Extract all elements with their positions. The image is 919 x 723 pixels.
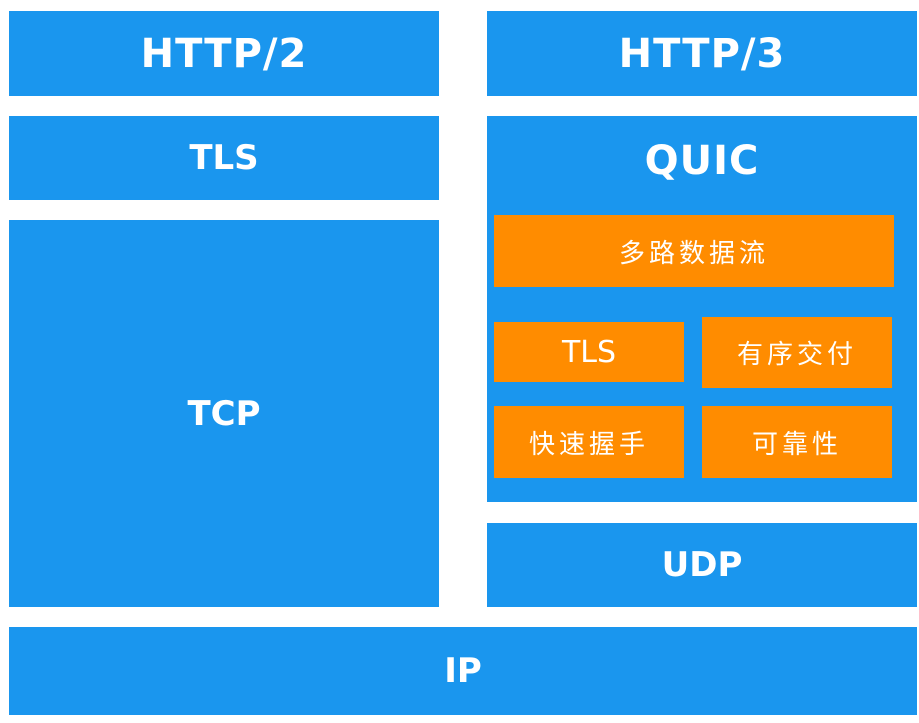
quic-ordered-delivery-label: 有序交付 <box>736 340 857 370</box>
udp-layer: UDP <box>487 523 917 607</box>
tcp-label: TCP <box>187 393 261 434</box>
quic-tls-box: TLS <box>494 322 684 382</box>
quic-layer: QUIC 多路数据流 TLS 有序交付 快速握手 可靠性 <box>487 116 917 502</box>
quic-tls-label: TLS <box>561 334 617 370</box>
quic-title: QUIC <box>644 138 760 184</box>
quic-ordered-delivery-box: 有序交付 <box>702 317 892 388</box>
quic-fast-handshake-label: 快速握手 <box>528 429 649 460</box>
http2-label: HTTP/2 <box>140 30 308 77</box>
quic-reliability-label: 可靠性 <box>751 429 842 460</box>
tls-label: TLS <box>189 138 259 178</box>
udp-label: UDP <box>661 545 743 585</box>
tcp-layer: TCP <box>9 220 439 607</box>
quic-multiplex-box: 多路数据流 <box>494 215 894 287</box>
http2-layer: HTTP/2 <box>9 11 439 96</box>
tls-layer: TLS <box>9 116 439 200</box>
quic-multiplex-label: 多路数据流 <box>618 238 769 269</box>
http3-label: HTTP/3 <box>618 30 786 77</box>
ip-label: IP <box>444 651 482 691</box>
quic-reliability-box: 可靠性 <box>702 406 892 478</box>
ip-layer: IP <box>9 627 917 715</box>
quic-fast-handshake-box: 快速握手 <box>494 406 684 478</box>
http3-layer: HTTP/3 <box>487 11 917 96</box>
